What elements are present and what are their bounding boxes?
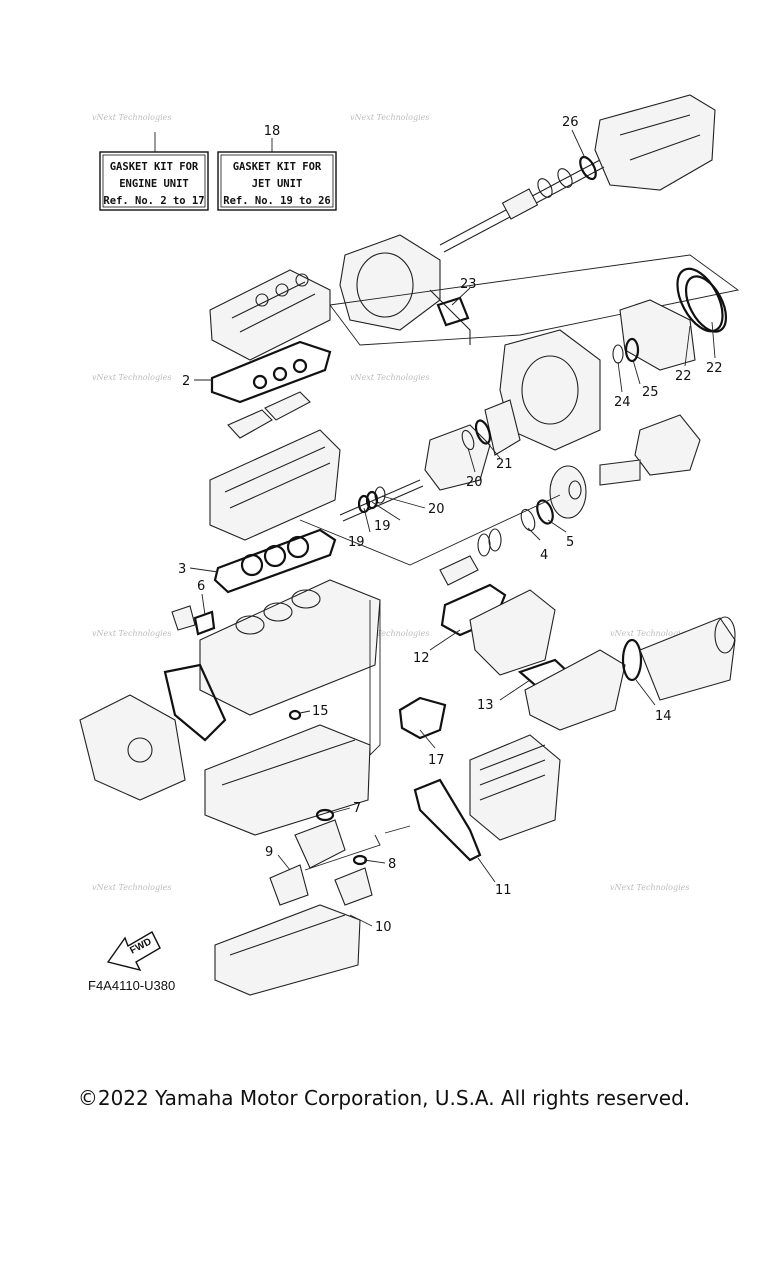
callout-number: 11 [495, 883, 512, 898]
callouts: 2 3 4 5 6 7 8 9 10 11 12 13 14 15 17 19 … [178, 115, 723, 935]
copyright-notice: ©2022 Yamaha Motor Corporation, U.S.A. A… [77, 1086, 691, 1110]
watermark: vNext Technologies [610, 883, 689, 892]
jet-unit-parts [299, 94, 740, 586]
watermark: vNext Technologies [350, 113, 429, 122]
callout-number: 4 [540, 548, 548, 563]
callout-number: 23 [460, 277, 477, 292]
callout-number: 25 [642, 385, 659, 400]
engine-parts [79, 269, 381, 996]
callout-number: 22 [675, 369, 692, 384]
watermark: vNext Technologies [350, 629, 429, 638]
watermark: vNext Technologies [92, 883, 171, 892]
callout-number: 21 [496, 457, 513, 472]
callout-number: 26 [562, 115, 579, 130]
watermark: vNext Technologies [350, 373, 429, 382]
callout-number: 24 [614, 395, 631, 410]
kit-line: GASKET KIT FOR [110, 161, 199, 173]
fwd-arrow: FWD [106, 931, 161, 972]
watermarks: vNext Technologies vNext Technologies vN… [92, 113, 689, 892]
watermark: vNext Technologies [610, 629, 689, 638]
callout-number: 2 [182, 374, 190, 389]
callout-number: 13 [477, 698, 494, 713]
callout-number: 15 [312, 704, 329, 719]
watermark: vNext Technologies [92, 629, 171, 638]
callout-number: 19 [374, 519, 391, 534]
exhaust-parts [384, 583, 736, 862]
watermark: vNext Technologies [92, 373, 171, 382]
watermark: vNext Technologies [92, 113, 171, 122]
kit-line: Ref. No. 19 to 26 [223, 195, 330, 207]
callout-number: 20 [428, 502, 445, 517]
kit-line: JET UNIT [252, 178, 303, 190]
kit-box-engine: GASKET KIT FOR ENGINE UNIT Ref. No. 2 to… [99, 132, 209, 211]
kit-line: ENGINE UNIT [119, 178, 189, 190]
callout-number: 9 [265, 845, 273, 860]
diagram-code: F4A4110-U380 [88, 978, 175, 993]
callout-number: 7 [353, 801, 361, 816]
callout-number: 22 [706, 361, 723, 376]
callout-number: 3 [178, 562, 186, 577]
kit-box-jet: 18 GASKET KIT FOR JET UNIT Ref. No. 19 t… [217, 124, 337, 211]
callout-number: 19 [348, 535, 365, 550]
callout-number: 17 [428, 753, 445, 768]
kit-line: GASKET KIT FOR [233, 161, 322, 173]
callout-number: 8 [388, 857, 396, 872]
kit-ref-number: 18 [264, 124, 281, 139]
callout-number: 5 [566, 535, 574, 550]
callout-number: 20 [466, 475, 483, 490]
callout-number: 10 [375, 920, 392, 935]
kit-line: Ref. No. 2 to 17 [103, 195, 204, 207]
callout-number: 6 [197, 579, 205, 594]
callout-number: 14 [655, 709, 672, 724]
callout-number: 12 [413, 651, 430, 666]
